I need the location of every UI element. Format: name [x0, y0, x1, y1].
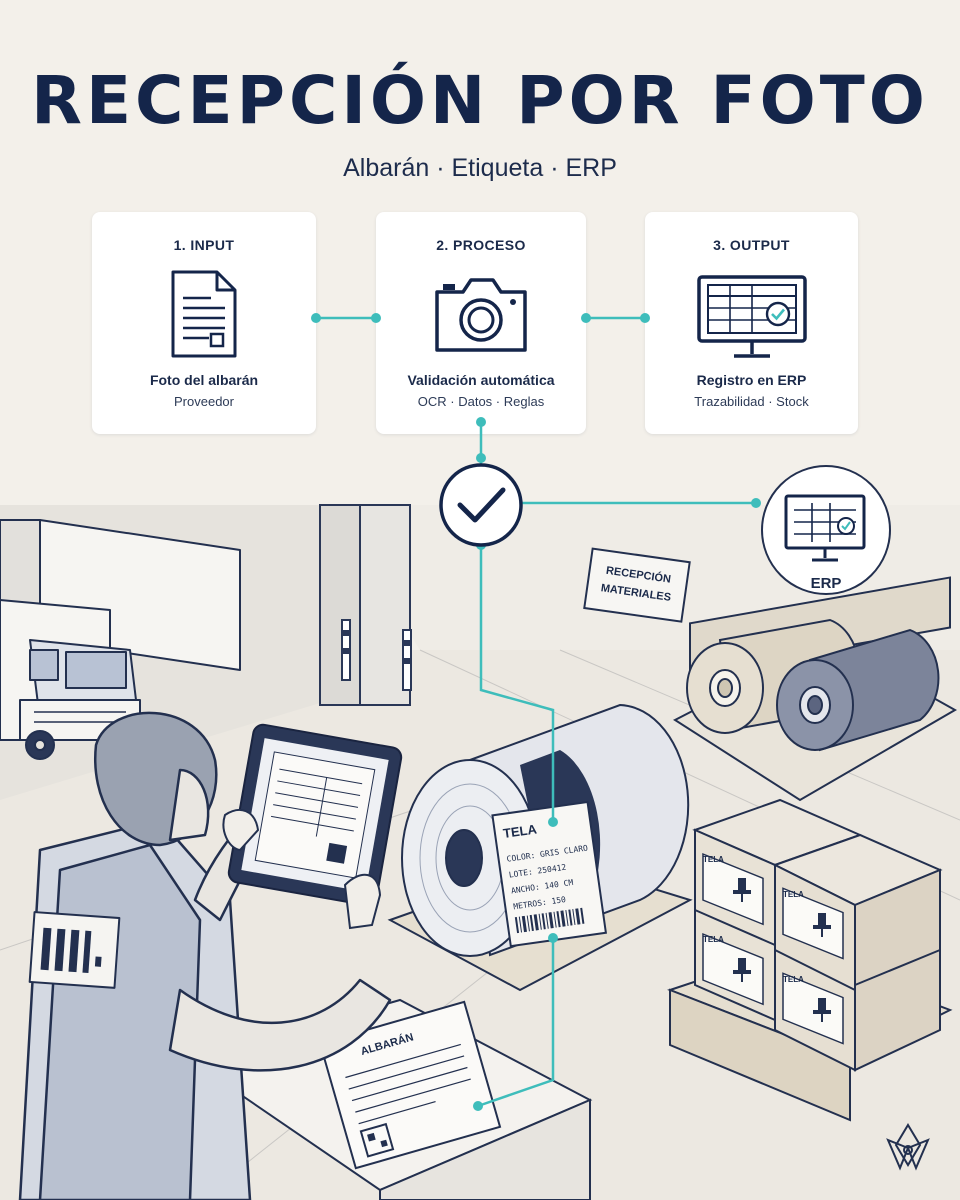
step-card-proceso: 2. PROCESO Validación automática OCR · D… [376, 212, 586, 434]
step-detail: OCR · Datos · Reglas [417, 394, 545, 409]
flow-connector [311, 313, 650, 323]
box-label: TELA [703, 935, 724, 944]
office-chair-icon [733, 878, 831, 1022]
box-label: TELA [783, 890, 804, 899]
step-label: 2. PROCESO [436, 237, 526, 253]
svg-text:TELA: TELA [502, 821, 538, 841]
box-label: TELA [703, 855, 724, 864]
box-stack [667, 798, 953, 1122]
box-label: TELA [783, 975, 804, 984]
step-detail: Trazabilidad · Stock [694, 394, 809, 409]
step-title: Registro en ERP [696, 372, 807, 388]
camera-icon [431, 274, 531, 358]
step-title: Validación automática [407, 372, 555, 388]
monitor-table-icon [696, 274, 808, 368]
fabric-rolls [672, 576, 958, 802]
brand-logo-icon [886, 1123, 930, 1171]
step-detail: Proveedor [174, 394, 234, 409]
tablet-device[interactable] [227, 723, 403, 907]
document-icon [169, 268, 239, 364]
worker-hands [222, 809, 382, 930]
step-card-output: 3. OUTPUT Registro en ERP Trazabilidad ·… [645, 212, 858, 434]
svg-text:ERP: ERP [811, 575, 842, 592]
step-title: Foto del albarán [149, 372, 259, 388]
validation-check-icon [439, 463, 523, 547]
monitor-table-icon [784, 494, 866, 562]
flow-connector [477, 422, 756, 1108]
page-title: RECEPCIÓN POR FOTO [31, 62, 929, 139]
fabric-tag: TELA COLOR: GRIS CLARO LOTE: 250412 ANCH… [491, 800, 608, 948]
erp-badge: ERP [761, 465, 891, 595]
step-card-input: 1. INPUT Foto del albarán Proveedor [92, 212, 316, 434]
step-label: 3. OUTPUT [713, 237, 790, 253]
truck-illustration [0, 519, 241, 760]
delivery-note: ALBARÁN [318, 1000, 502, 1170]
reception-sign: RECEPCIÓN MATERIALES [583, 547, 691, 623]
step-label: 1. INPUT [173, 237, 235, 253]
page-subtitle: Albarán · Etiqueta · ERP [343, 154, 617, 182]
